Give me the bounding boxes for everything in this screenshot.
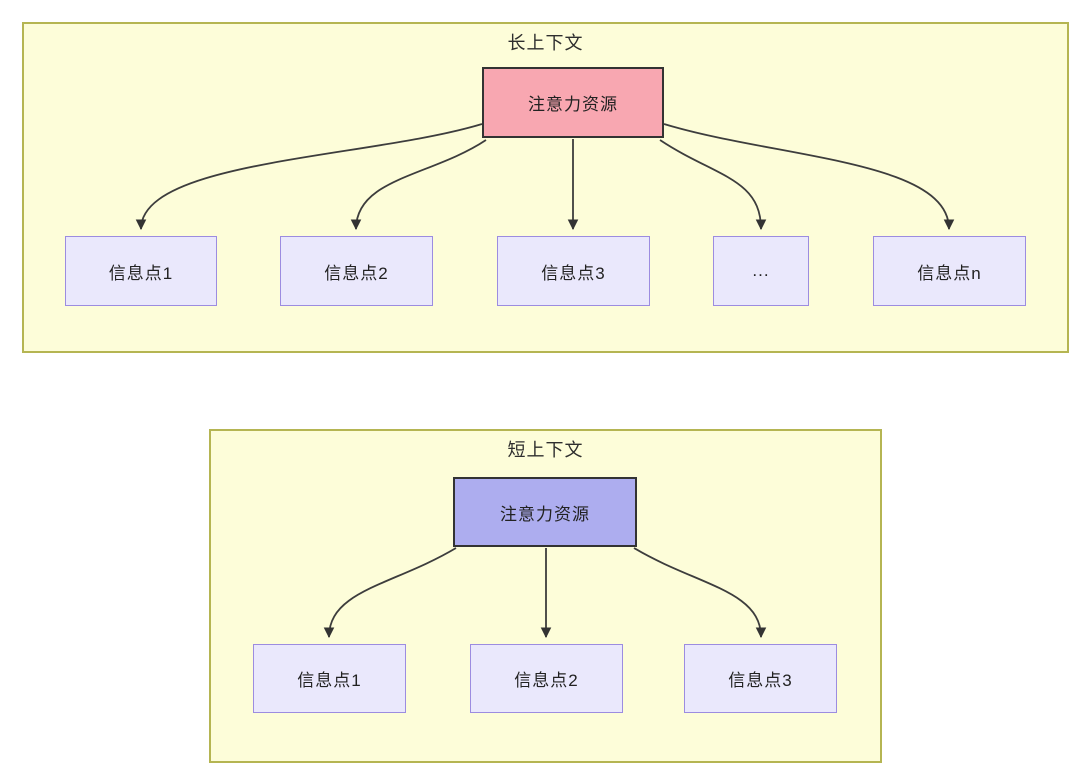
long-info-point-1: 信息点1 (65, 236, 217, 306)
long-info-point-n: 信息点n (873, 236, 1026, 306)
short-info-point-3: 信息点3 (684, 644, 837, 713)
long-info-point-ellipsis: ... (713, 236, 809, 306)
short-context-title: 短上下文 (507, 440, 584, 460)
short-info-point-1: 信息点1 (253, 644, 406, 713)
long-context-hub-box: 注意力资源 (482, 67, 664, 138)
long-info-point-3: 信息点3 (497, 236, 650, 306)
long-info-point-2: 信息点2 (280, 236, 433, 306)
short-info-point-2: 信息点2 (470, 644, 623, 713)
short-context-hub-box: 注意力资源 (453, 477, 637, 547)
long-context-title: 长上下文 (507, 33, 584, 53)
